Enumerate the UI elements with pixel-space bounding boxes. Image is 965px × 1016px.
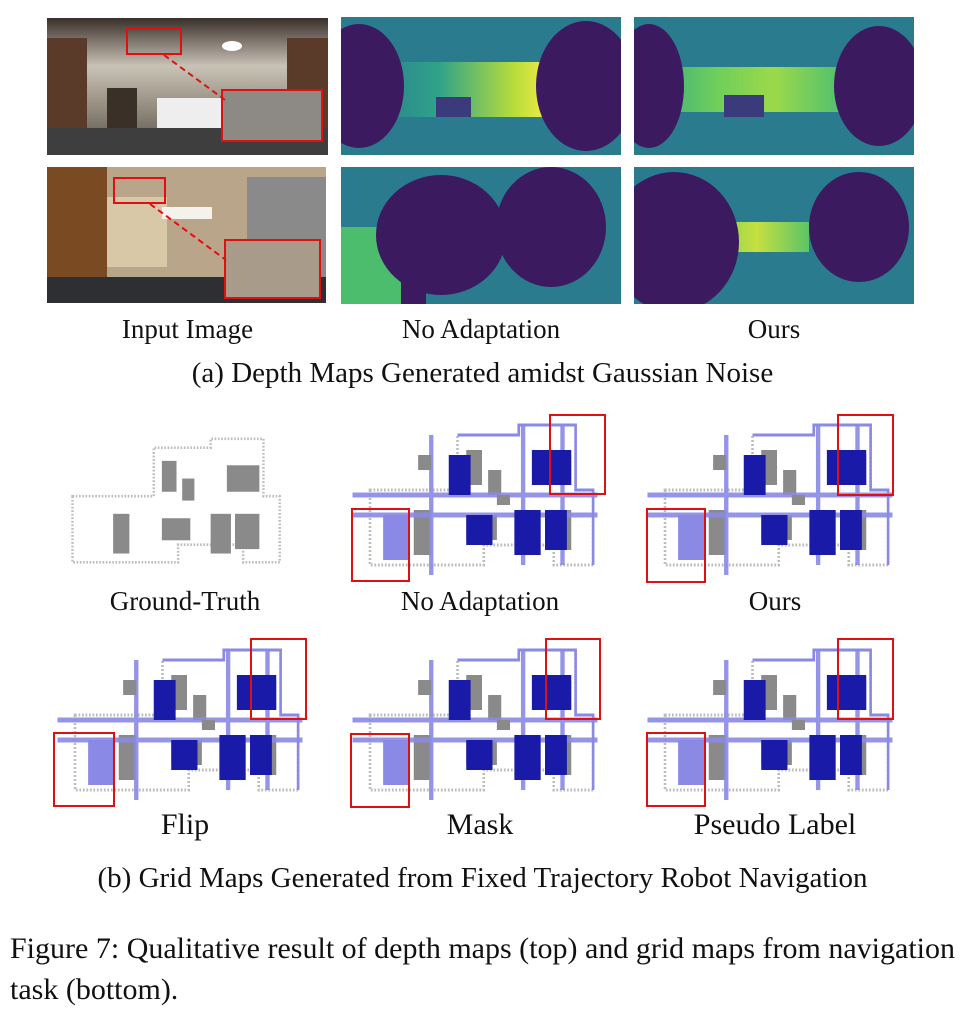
highlight-box-pseudo-label-left bbox=[646, 732, 706, 807]
depth-map-ours-row1 bbox=[634, 17, 914, 155]
figure-caption: Figure 7: Qualitative result of depth ma… bbox=[10, 932, 955, 1006]
depth-map-no-adaptation-row2 bbox=[341, 167, 621, 304]
grid-label-mask: Mask bbox=[446, 808, 514, 841]
grid-label-no-adaptation: No Adaptation bbox=[400, 586, 560, 616]
highlight-box-ours-left bbox=[646, 508, 706, 583]
grid-label-pseudo-label: Pseudo Label bbox=[693, 808, 857, 841]
highlight-box-mask-top bbox=[545, 638, 601, 720]
highlight-box-no-adaptation-top bbox=[549, 414, 606, 495]
subcaption-a: (a) Depth Maps Generated amidst Gaussian… bbox=[191, 357, 774, 389]
zoom-source-box-row1 bbox=[126, 28, 182, 55]
highlight-box-flip-top bbox=[250, 638, 307, 720]
zoom-connector-row2 bbox=[149, 203, 227, 261]
zoom-source-box-row2 bbox=[113, 177, 166, 204]
zoom-inset-row2 bbox=[224, 239, 321, 299]
highlight-box-flip-left bbox=[53, 732, 115, 807]
grid-label-ground-truth: Ground-Truth bbox=[109, 586, 261, 616]
highlight-box-ours-top bbox=[837, 414, 894, 496]
highlight-box-no-adaptation-left bbox=[351, 508, 410, 582]
highlight-box-mask-left bbox=[350, 733, 410, 808]
col-label-input-image: Input Image bbox=[121, 314, 254, 344]
zoom-inset-row1 bbox=[221, 89, 323, 142]
depth-map-no-adaptation-row1 bbox=[341, 17, 621, 155]
subcaption-b: (b) Grid Maps Generated from Fixed Traje… bbox=[97, 862, 868, 894]
highlight-box-pseudo-label-top bbox=[837, 638, 894, 720]
col-label-no-adaptation: No Adaptation bbox=[401, 314, 561, 344]
grid-label-flip: Flip bbox=[160, 808, 210, 841]
depth-map-ours-row2 bbox=[634, 167, 914, 304]
grid-map-ground-truth bbox=[40, 430, 300, 580]
zoom-connector-row1 bbox=[163, 54, 226, 101]
grid-label-ours: Ours bbox=[748, 586, 802, 616]
col-label-ours: Ours bbox=[747, 314, 801, 344]
